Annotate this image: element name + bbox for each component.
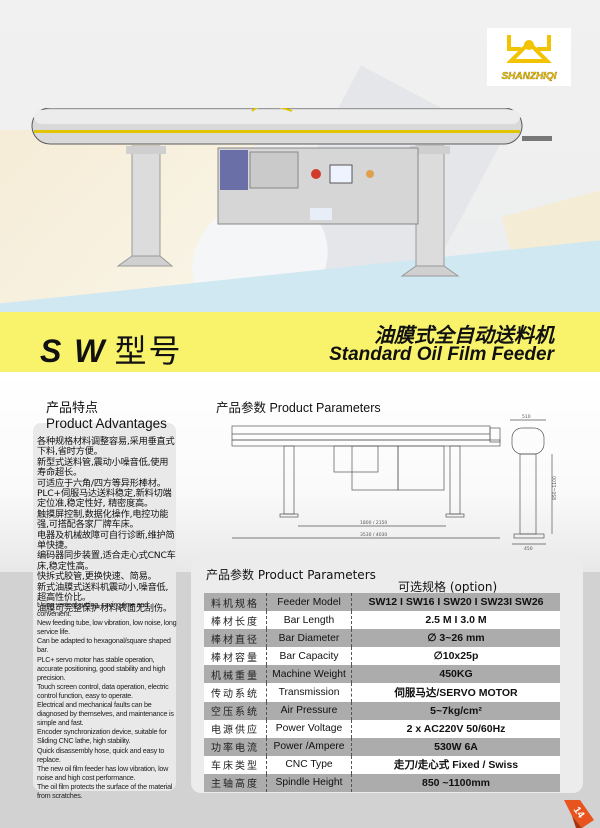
dim-base-width: 450: [524, 546, 533, 550]
list-item: 编码器同步装置,适合走心式CNC车床,稳定性高。: [37, 550, 176, 572]
param-value: 2 x AC220V 50/60Hz: [351, 719, 560, 738]
param-label-cn: 棒材容量: [204, 647, 267, 666]
list-item: 可适应于六角/四方等异形棒材。: [37, 477, 166, 489]
dim-leg-span: 1800 / 2150: [360, 520, 387, 526]
list-item: The oil film protects the surface of the…: [37, 781, 173, 800]
list-item: 快拆式胶管,更换快速、简易。: [37, 571, 157, 583]
param-value: SW12 I SW16 I SW20 I SW23I SW26: [351, 593, 560, 612]
product-title-cn: 油膜式全自动送料机: [374, 323, 554, 347]
param-value: ∅ 3~26 mm: [351, 629, 560, 648]
logo-text: SHANZHIQI: [501, 71, 557, 82]
list-item: Quick disassembly hose, quick and easy t…: [37, 745, 165, 764]
model-cn: 型号: [114, 333, 183, 369]
param-label-cn: 棒材直径: [204, 629, 267, 648]
list-item: The new oil film feeder has low vibratio…: [37, 763, 169, 782]
param-label-en: Bar Capacity: [266, 647, 352, 666]
list-item: 电器及机械故障可自行诊断,维护简单快捷。: [37, 529, 175, 552]
param-label-en: Bar Diameter: [266, 629, 352, 648]
model-latin: S W: [40, 333, 107, 369]
param-value: 伺服马达/SERVO MOTOR: [351, 683, 560, 702]
param-value: 530W 6A: [351, 737, 560, 756]
advantages-list-cn: 各种规格材料调整容易,采用垂直式下料,省时方便。 新型式送料管,震动小噪音低,使…: [37, 436, 177, 614]
param-value: ∅10x25p: [351, 647, 560, 666]
bar-feeder-machine-photo: [31, 108, 552, 277]
param-value: 走刀/走心式 Fixed / Swiss: [351, 755, 560, 774]
list-item: Electrical and mechanical faults can be …: [37, 700, 174, 728]
drawing-heading: 产品参数 Product Parameters: [216, 401, 381, 415]
param-label-en: CNC Type: [266, 755, 352, 774]
logo-icon: [506, 35, 552, 63]
param-label-en: Machine Weight: [266, 665, 352, 684]
advantages-heading-en: Product Advantages: [46, 416, 167, 431]
param-label-cn: 料机规格: [204, 593, 267, 612]
list-item: 油膜可完整保护材料表面无刮伤。: [37, 602, 172, 614]
param-label-en: Spindle Height: [266, 773, 352, 793]
param-label-en: Air Pressure: [266, 701, 352, 720]
list-item: Can be adapted to hexagonal/square shape…: [37, 636, 171, 655]
list-item: Touch screen control, data operation, el…: [37, 681, 169, 700]
list-item: 各种规格材料调整容易,采用垂直式下料,省时方便。: [37, 436, 175, 458]
list-item: Using vertical cutting, saving time and …: [37, 600, 148, 619]
dim-side-width: 510: [522, 414, 531, 420]
param-label-cn: 棒材长度: [204, 611, 267, 630]
param-label-en: Feeder Model: [266, 593, 352, 612]
param-label-cn: 传动系统: [204, 683, 267, 702]
option-heading: 可选规格 (option): [398, 580, 498, 594]
page-number-badge: 14: [564, 800, 594, 828]
advantages-list-en: Using vertical cutting, saving time and …: [37, 600, 177, 800]
param-label-cn: 电源供应: [204, 719, 267, 738]
param-label-cn: 车床类型: [204, 755, 267, 774]
param-label-cn: 机械重量: [204, 665, 267, 684]
list-item: PLC+伺服马达送料稳定,新料切端定位准,稳定性好, 精密度高。: [37, 488, 172, 510]
product-title-en: Standard Oil Film Feeder: [329, 344, 554, 365]
brand-logo: SHANZHIQI: [487, 28, 571, 86]
param-label-en: Power /Ampere: [266, 737, 352, 756]
param-label-cn: 主轴高度: [204, 773, 267, 793]
dim-height: 850~1100: [552, 476, 558, 500]
technical-drawing: 1800 / 2150 3530 / 4030 510 450 850~1100: [231, 414, 558, 550]
list-item: 触摸屏控制,数据化操作,电控功能强,可搭配各家厂牌车床。: [37, 508, 169, 531]
param-value: 2.5 M I 3.0 M: [351, 611, 560, 630]
param-value: 450KG: [351, 665, 560, 684]
param-label-cn: 功率电流: [204, 737, 267, 756]
list-item: PLC+ servo motor has stable operation, a…: [37, 654, 166, 682]
param-value: 5~7kg/cm²: [351, 701, 560, 720]
list-item: 新式油膜式送料机震动小,噪音低,超高性价比。: [37, 581, 169, 604]
list-item: 新型式送料管,震动小噪音低,使用寿命超长。: [37, 456, 169, 479]
param-label-en: Transmission: [266, 683, 352, 702]
advantages-heading-cn: 产品特点: [46, 401, 99, 416]
param-value: 850 ~1100mm: [351, 773, 560, 793]
parameters-heading: 产品参数 Product Parameters: [206, 568, 376, 582]
list-item: Encoder synchronization device, suitable…: [37, 727, 167, 746]
param-label-en: Power Voltage: [266, 719, 352, 738]
param-label-cn: 空压系统: [204, 701, 267, 720]
list-item: New feeding tube, low vibration, low noi…: [37, 618, 177, 637]
param-label-en: Bar Length: [266, 611, 352, 630]
advantages-panel: [33, 423, 176, 791]
hero-image: SHANZHIQI: [0, 0, 600, 312]
dim-total-length: 3530 / 4030: [360, 532, 387, 538]
